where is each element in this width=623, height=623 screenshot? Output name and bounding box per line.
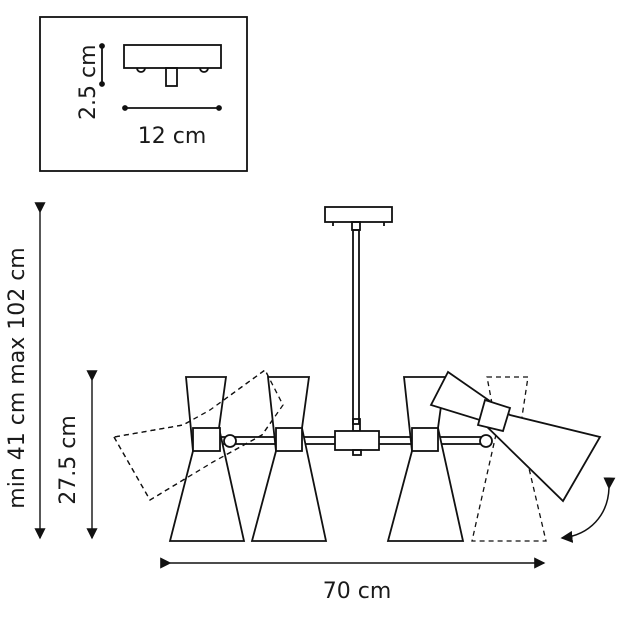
dimension-shade-height: 27.5 cm [56,370,98,540]
dimension-width: 70 cm [160,557,546,604]
joint-right [479,434,493,448]
canopy-plate [123,44,222,69]
total-height-label: min 41 cm max 102 cm [5,247,30,508]
shade-height-label: 27.5 cm [56,415,81,505]
canopy-inset: 2.5 cm 12 cm [39,16,248,172]
ceiling-canopy [324,206,393,223]
lamp-shade-2 [250,376,328,542]
arm [218,436,413,445]
suspension-rod [352,229,360,425]
dimension-total-height: min 41 cm max 102 cm [5,202,46,540]
width-label: 70 cm [323,579,392,604]
rotation-arrow-icon [560,477,616,543]
central-hub [334,430,380,451]
inset-height-label: 2.5 cm [76,44,101,120]
joint-left [223,434,237,448]
lamp-shade-1 [168,376,246,542]
inset-width-label: 12 cm [138,124,207,149]
